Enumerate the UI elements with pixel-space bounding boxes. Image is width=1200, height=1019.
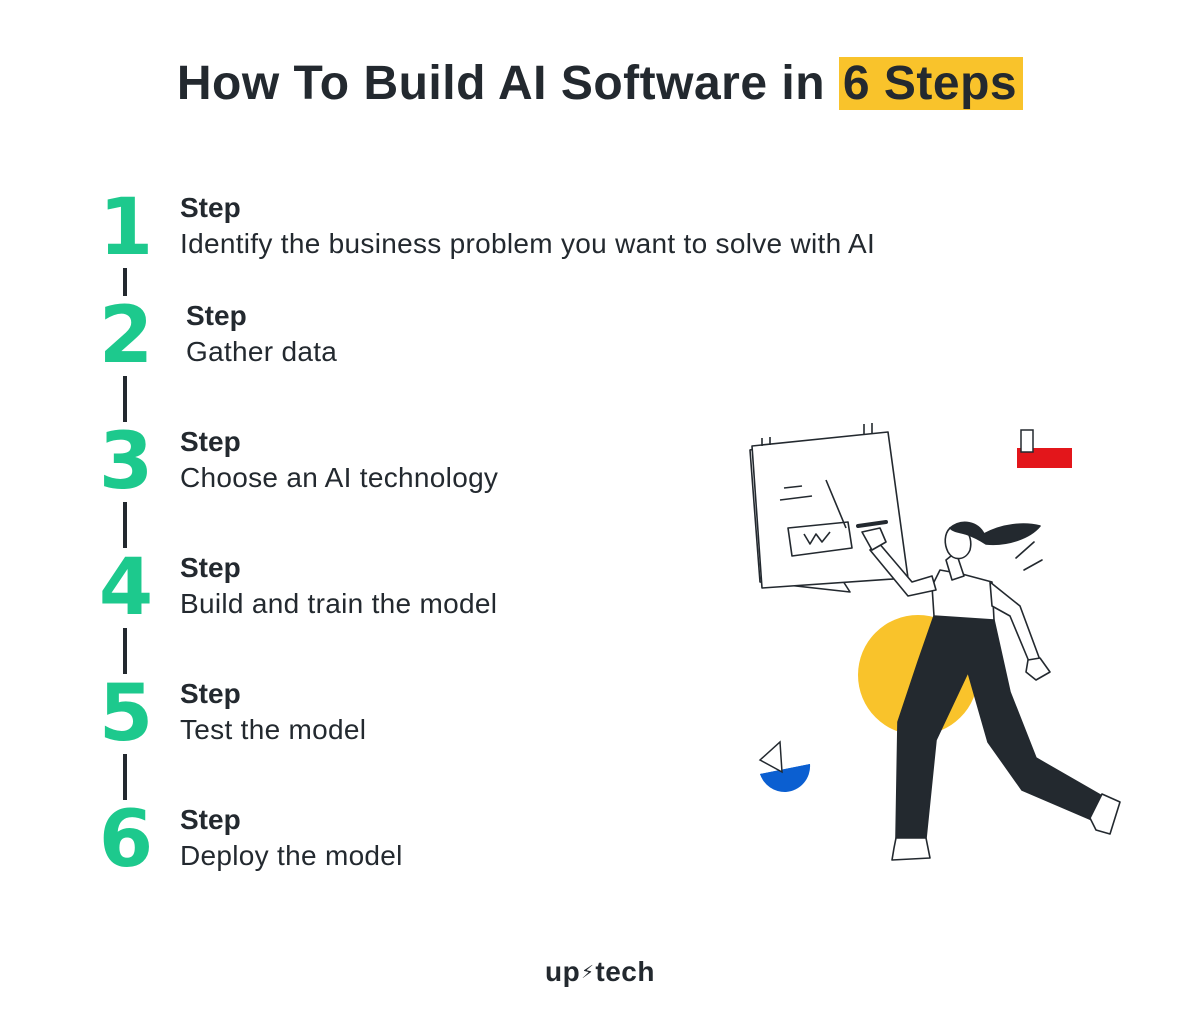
step-4: 4 Step Build and train the model xyxy=(96,548,1096,638)
brand-left: up xyxy=(545,956,581,987)
brand-mark-icon: ⚡ xyxy=(581,962,595,982)
blue-semicircle-icon xyxy=(758,740,811,793)
page-title: How To Build AI Software in 6 Steps xyxy=(0,56,1200,111)
step-description: Build and train the model xyxy=(180,588,498,619)
person-drawing-icon xyxy=(856,520,1121,861)
step-description: Gather data xyxy=(186,336,338,367)
brand-right: tech xyxy=(595,956,655,987)
timeline-line xyxy=(123,228,127,828)
step-label: Step xyxy=(180,678,241,709)
step-number: 1 xyxy=(96,188,156,268)
step-description: Deploy the model xyxy=(180,840,403,871)
step-5: 5 Step Test the model xyxy=(96,674,1096,764)
step-6: 6 Step Deploy the model xyxy=(96,800,1096,890)
step-description: Choose an AI technology xyxy=(180,462,499,493)
step-3: 3 Step Choose an AI technology xyxy=(96,422,1096,512)
step-label: Step xyxy=(180,192,241,223)
step-number: 6 xyxy=(96,800,156,880)
title-highlight: 6 Steps xyxy=(838,57,1024,110)
step-description: Test the model xyxy=(180,714,367,745)
step-label: Step xyxy=(180,804,241,835)
step-number: 2 xyxy=(96,296,156,376)
step-number: 5 xyxy=(96,674,156,754)
step-label: Step xyxy=(180,552,241,583)
step-1: 1 Step Identify the business problem you… xyxy=(96,188,1096,278)
step-label: Step xyxy=(180,426,241,457)
illustration xyxy=(749,423,1121,861)
step-number: 3 xyxy=(96,422,156,502)
step-number: 4 xyxy=(96,548,156,628)
step-2: 2 Step Gather data xyxy=(96,296,1096,386)
title-main: How To Build AI Software in xyxy=(176,57,826,110)
red-rectangle-icon xyxy=(1017,429,1072,468)
step-description: Identify the business problem you want t… xyxy=(180,228,876,259)
brand-logo: up⚡tech xyxy=(0,956,1200,988)
whiteboard-icon xyxy=(749,423,909,593)
step-label: Step xyxy=(186,300,247,331)
